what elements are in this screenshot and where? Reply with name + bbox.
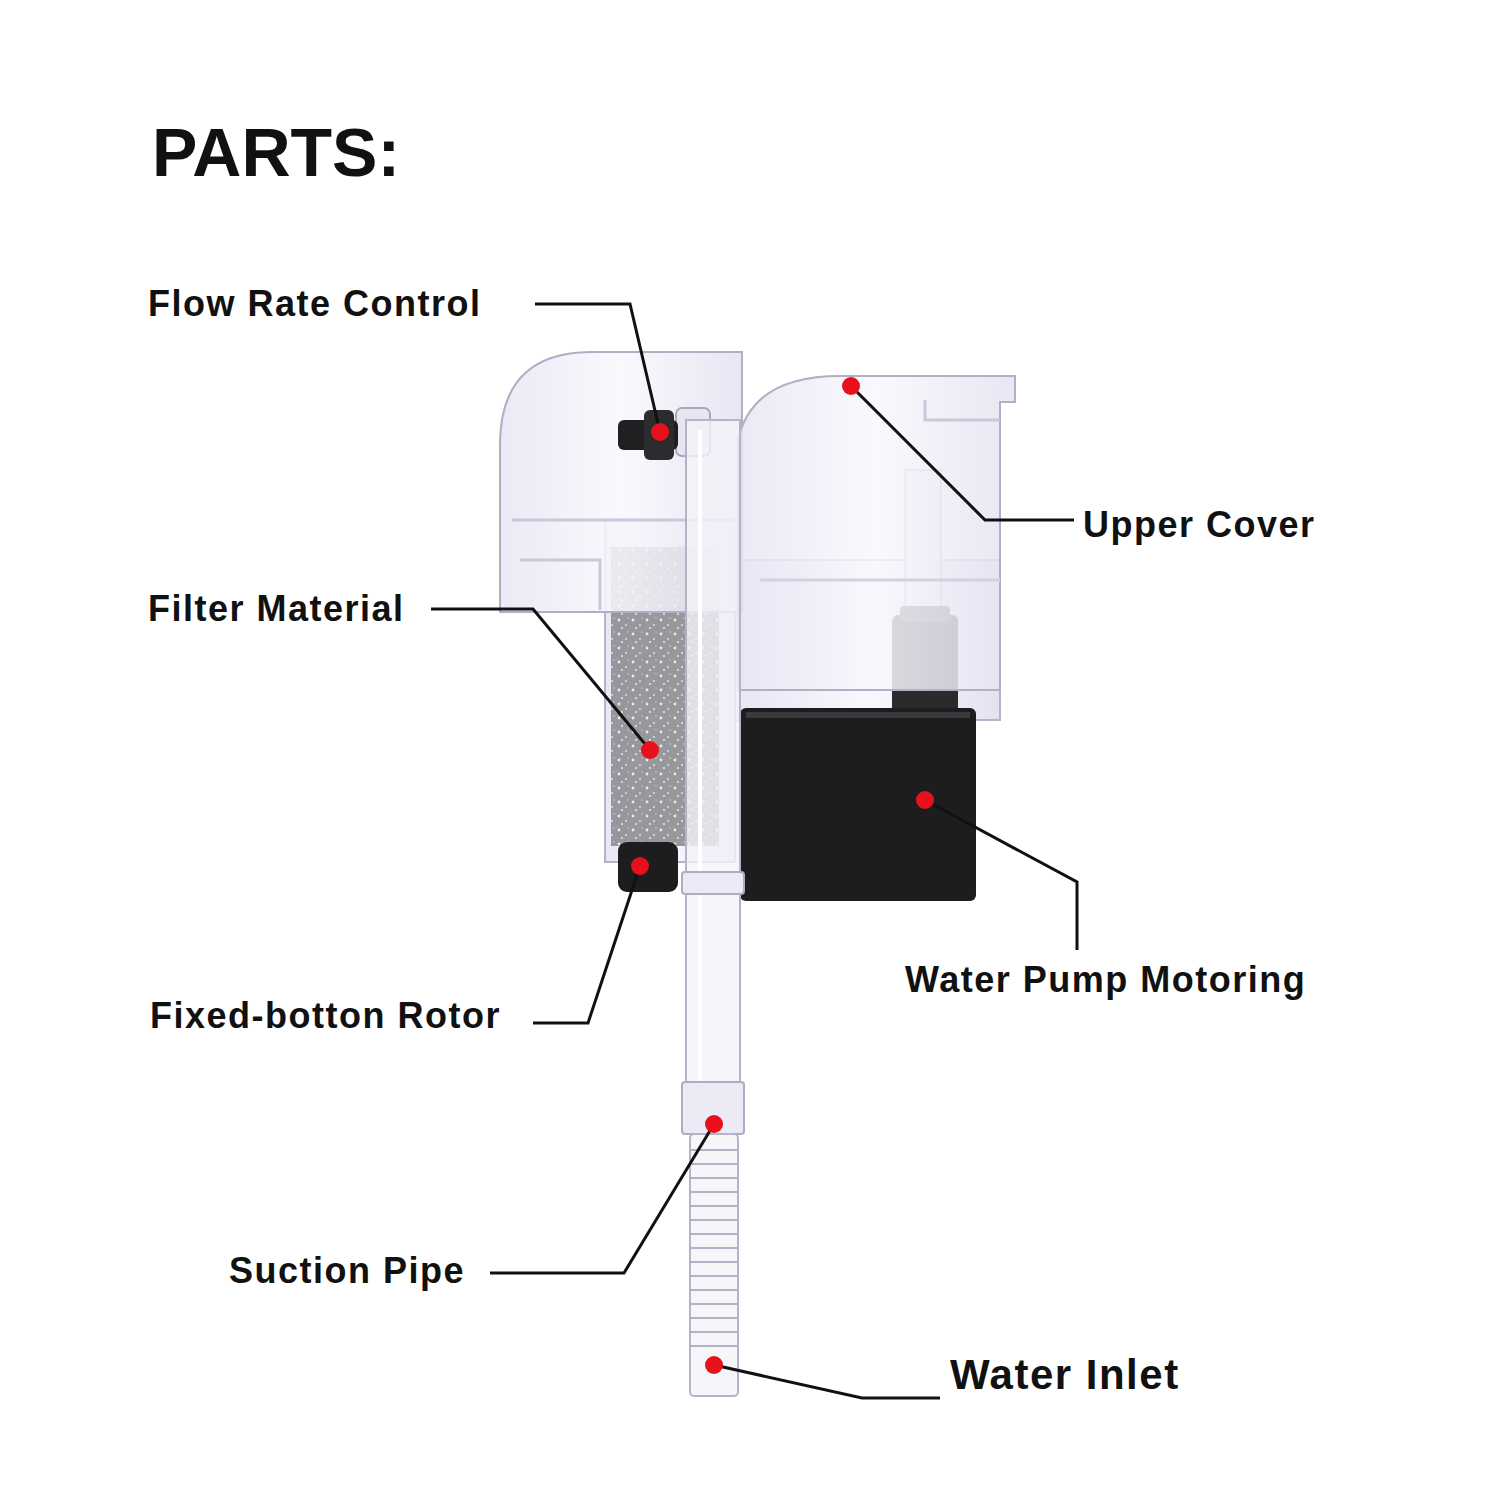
- part-label: Water Inlet: [950, 1354, 1180, 1396]
- pump-motor: [740, 708, 976, 901]
- part-label: Fixed-botton Rotor: [150, 998, 501, 1034]
- part-label: Water Pump Motoring: [905, 962, 1306, 998]
- flow-knob: [644, 410, 674, 460]
- pump-highlight: [746, 712, 970, 718]
- cover-rim: [520, 560, 600, 610]
- part-label: Flow Rate Control: [148, 286, 482, 322]
- cover-rim: [925, 400, 1000, 420]
- page-title: PARTS:: [152, 118, 400, 186]
- pipe-joint: [682, 872, 744, 894]
- upper-cover-right: [738, 376, 1015, 690]
- part-label: Filter Material: [148, 591, 405, 627]
- pipe-shine: [698, 430, 702, 1095]
- cover-rim: [760, 579, 1000, 582]
- part-label: Suction Pipe: [229, 1253, 465, 1289]
- marker-dots: [631, 377, 934, 1374]
- strainer-ribs: [690, 1150, 738, 1346]
- strainer: [690, 1134, 738, 1396]
- rotor: [618, 842, 678, 892]
- pipe-joint: [682, 1082, 744, 1134]
- leader-lines: [431, 304, 1077, 1398]
- part-label: Upper Cover: [1083, 507, 1316, 543]
- suction-pipe: [686, 420, 740, 1100]
